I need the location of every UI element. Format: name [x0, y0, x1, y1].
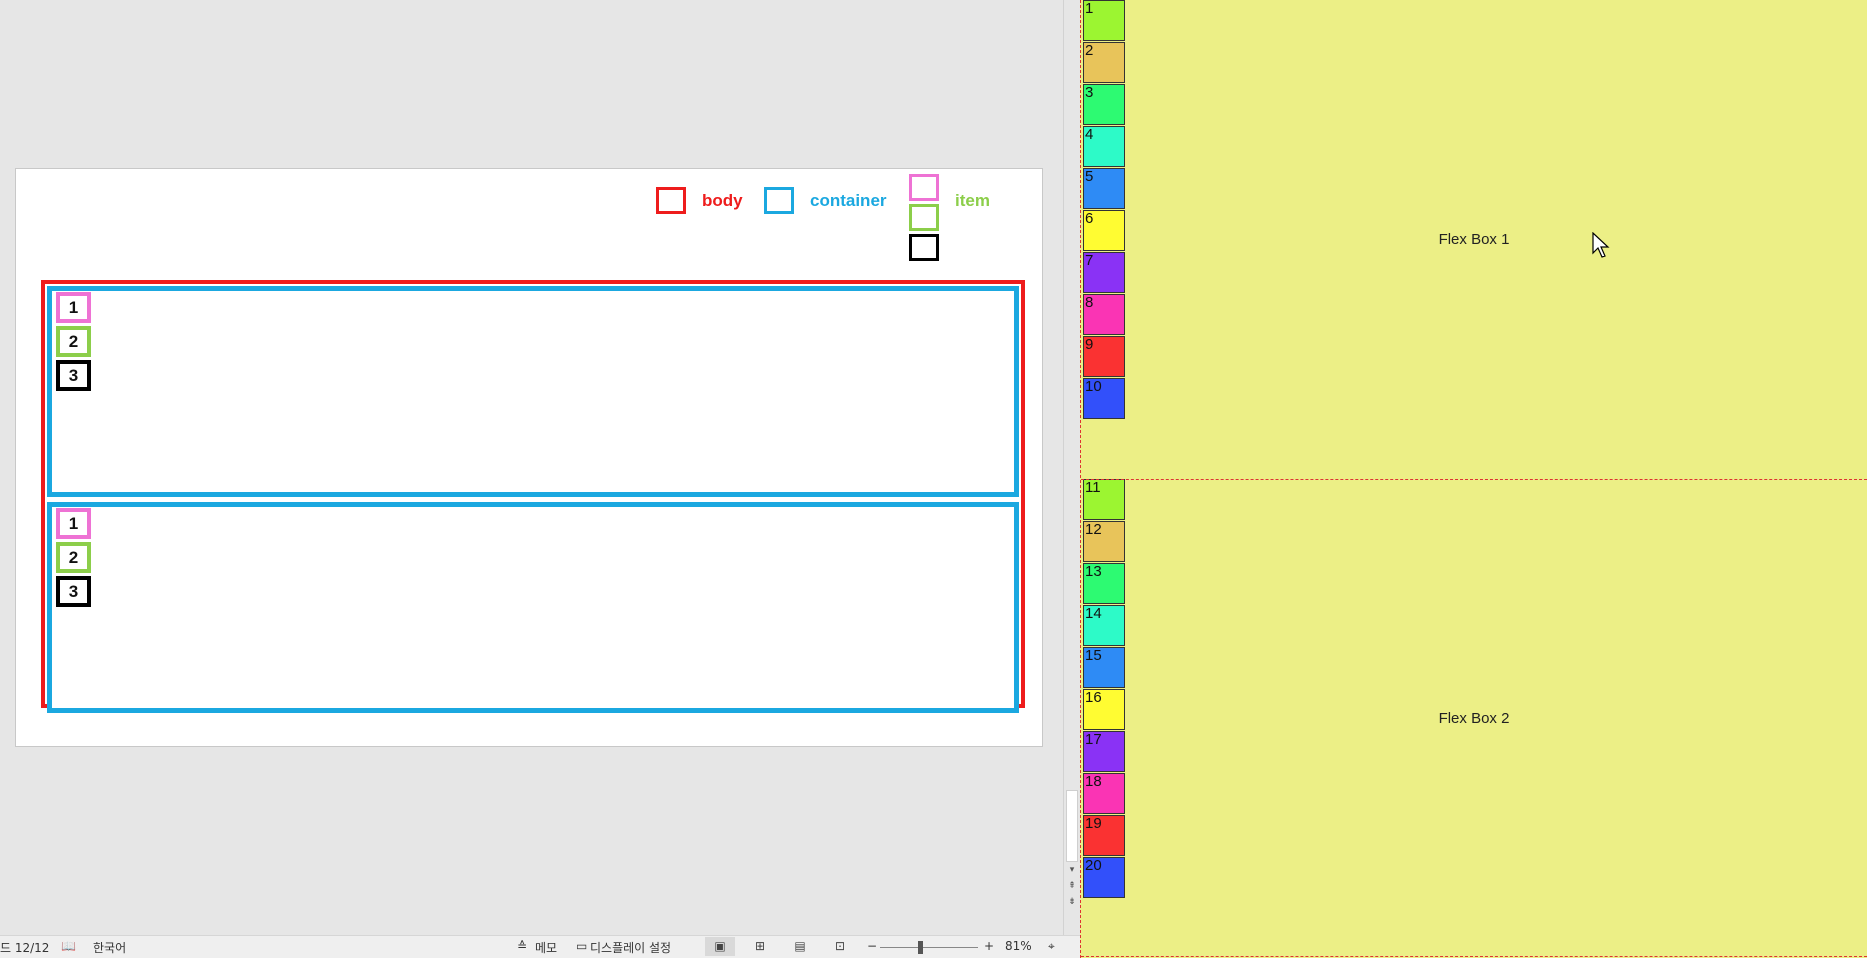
reading-view-button[interactable]: ▤: [794, 939, 806, 953]
display-settings-icon[interactable]: ▭: [576, 939, 588, 953]
flex-item-4: 4: [1083, 126, 1125, 167]
zoom-level[interactable]: 81%: [1005, 939, 1032, 953]
flex-item-6: 6: [1083, 210, 1125, 251]
editor-vertical-scrollbar[interactable]: ▾ ⇞ ⇟: [1063, 0, 1081, 935]
outline-divider: [1081, 479, 1867, 480]
flex-item-20: 20: [1083, 857, 1125, 898]
item-box[interactable]: 1: [56, 292, 91, 323]
flex-item-16: 16: [1083, 689, 1125, 730]
zoom-slider-thumb[interactable]: [918, 941, 923, 954]
flex-item-2: 2: [1083, 42, 1125, 83]
flex-item-17: 17: [1083, 731, 1125, 772]
mouse-cursor-icon: [1592, 232, 1610, 258]
notes-icon[interactable]: ≙: [517, 939, 528, 953]
item-box[interactable]: 2: [56, 326, 91, 357]
zoom-out-button[interactable]: −: [867, 939, 878, 953]
flex-item-8: 8: [1083, 294, 1125, 335]
fit-to-window-icon[interactable]: ⌖: [1048, 939, 1055, 953]
previous-slide-icon[interactable]: ⇞: [1068, 881, 1076, 891]
slideshow-button[interactable]: ⊡: [834, 939, 846, 953]
legend-body-swatch: [656, 187, 686, 214]
legend-container-swatch: [764, 187, 794, 214]
legend-body-label: body: [702, 191, 743, 210]
next-slide-icon[interactable]: ⇟: [1068, 897, 1076, 907]
flex-item-14: 14: [1083, 605, 1125, 646]
item-box[interactable]: 1: [56, 508, 91, 539]
item-box[interactable]: 3: [56, 576, 91, 607]
legend-item-label: item: [955, 191, 990, 210]
flex-item-1: 1: [1083, 0, 1125, 41]
legend-item-green-swatch: [909, 204, 939, 231]
flex-item-19: 19: [1083, 815, 1125, 856]
zoom-in-button[interactable]: +: [984, 939, 995, 953]
flex-box-1-label: Flex Box 1: [1438, 231, 1510, 248]
scroll-down-arrow-icon[interactable]: ▾: [1069, 865, 1075, 875]
legend-item-black-swatch: [909, 234, 939, 261]
body-frame[interactable]: 1 2 3 1 2 3: [41, 280, 1025, 713]
flex-item-15: 15: [1083, 647, 1125, 688]
notes-button[interactable]: 메모: [535, 941, 558, 955]
outline-bottom: [1081, 956, 1867, 957]
slide-canvas[interactable]: body container item 1 2 3 1 2 3: [15, 168, 1043, 747]
flex-item-13: 13: [1083, 563, 1125, 604]
flex-item-12: 12: [1083, 521, 1125, 562]
display-settings-button[interactable]: 디스플레이 설정: [590, 941, 672, 955]
item-box[interactable]: 3: [56, 360, 91, 391]
container-frame-2[interactable]: 1 2 3: [47, 502, 1019, 713]
flex-item-18: 18: [1083, 773, 1125, 814]
flex-item-5: 5: [1083, 168, 1125, 209]
flex-box-2-label: Flex Box 2: [1438, 710, 1510, 727]
legend-item-pink-swatch: [909, 174, 939, 201]
normal-view-button[interactable]: ▣: [705, 937, 735, 956]
accessibility-book-icon[interactable]: 📖: [61, 939, 76, 953]
item-box[interactable]: 2: [56, 542, 91, 573]
scrollbar-thumb[interactable]: [1066, 790, 1078, 862]
flex-item-7: 7: [1083, 252, 1125, 293]
legend-container-label: container: [810, 191, 887, 210]
outline-left: [1080, 0, 1081, 958]
flex-item-9: 9: [1083, 336, 1125, 377]
slide-editor: body container item 1 2 3 1 2 3: [15, 168, 1043, 747]
flex-item-3: 3: [1083, 84, 1125, 125]
slide-sorter-view-button[interactable]: ⊞: [754, 939, 766, 953]
flex-item-10: 10: [1083, 378, 1125, 419]
language-indicator[interactable]: 한국어: [93, 941, 127, 955]
container-frame-1[interactable]: 1 2 3: [47, 286, 1019, 497]
flex-item-11: 11: [1083, 479, 1125, 520]
zoom-slider[interactable]: [880, 947, 978, 948]
status-bar: 드 12/12 📖 한국어 ≙ 메모 ▭ 디스플레이 설정 ▣ ⊞ ▤ ⊡ − …: [0, 935, 1080, 958]
slide-counter: 드 12/12: [0, 941, 50, 955]
